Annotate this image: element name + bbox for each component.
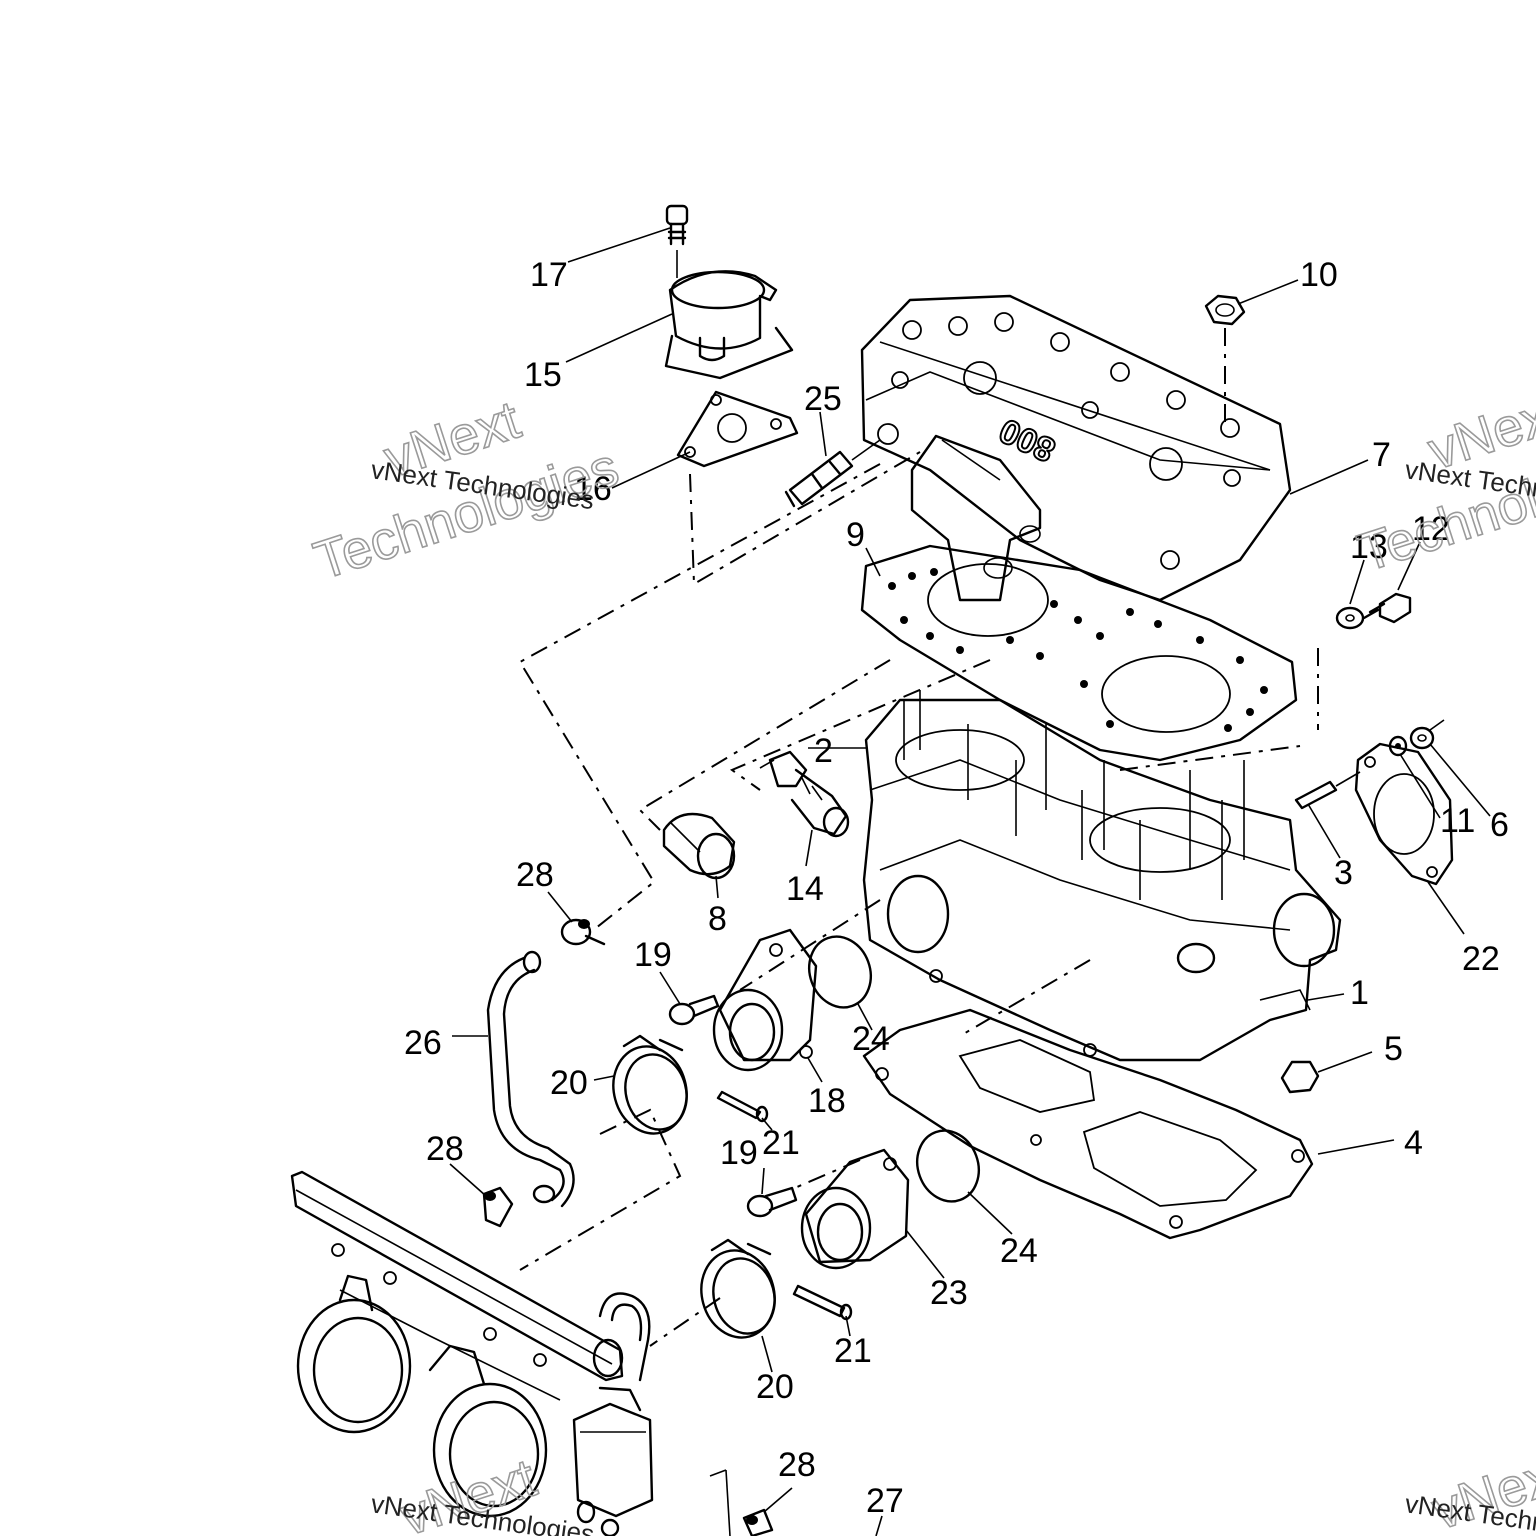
part-13-washer — [1335, 606, 1365, 630]
part-9-head-gasket — [860, 544, 1298, 762]
part-16-gasket — [676, 390, 799, 468]
part-17-bolt — [665, 204, 689, 278]
callout-24-lower: 24 — [1000, 1232, 1038, 1270]
part-10-nut — [1204, 294, 1246, 430]
callout-6: 6 — [1490, 806, 1509, 844]
callout-28-middle: 28 — [426, 1130, 464, 1168]
callouts: 17 15 16 25 10 7 9 13 12 2 3 11 6 22 14 … — [404, 256, 1509, 1520]
callout-22: 22 — [1462, 940, 1500, 978]
callout-20-upper: 20 — [550, 1064, 588, 1102]
part-18-intake-flange — [712, 928, 818, 1072]
dash-27b — [725, 1469, 731, 1536]
part-28-clamp-upper — [560, 918, 606, 946]
part-19-bolt-lower — [746, 1186, 798, 1218]
part-4-gasket — [862, 1008, 1314, 1240]
part-15-thermostat-cover — [664, 270, 794, 380]
callout-18: 18 — [808, 1082, 846, 1120]
part-19-bolt-upper — [668, 994, 720, 1026]
callout-17: 17 — [530, 256, 568, 294]
callout-7: 7 — [1372, 436, 1391, 474]
part-3-stud — [1294, 771, 1361, 810]
callout-9: 9 — [846, 516, 865, 554]
callout-26: 26 — [404, 1024, 442, 1062]
callout-27: 27 — [866, 1482, 904, 1520]
callout-19-upper: 19 — [634, 936, 672, 974]
part-8-cap — [662, 812, 736, 880]
callout-20-lower: 20 — [756, 1368, 794, 1406]
callout-15: 15 — [524, 356, 562, 394]
part-21-screw-upper — [716, 1090, 769, 1123]
callout-1: 1 — [1350, 974, 1369, 1012]
callout-28-upper: 28 — [516, 856, 554, 894]
part-24-oring-lower — [916, 1129, 980, 1203]
callout-14: 14 — [786, 870, 824, 908]
part-20-clamp-lower — [700, 1238, 776, 1339]
part-5-cap-nut — [1280, 1060, 1320, 1094]
callout-11: 11 — [1440, 802, 1475, 840]
part-23-intake-flange — [800, 1148, 910, 1270]
callout-3: 3 — [1334, 854, 1353, 892]
callout-10: 10 — [1300, 256, 1338, 294]
part-14-sensor — [759, 750, 850, 838]
callout-21-upper: 21 — [762, 1124, 800, 1162]
callout-2: 2 — [814, 732, 833, 770]
callout-13: 13 — [1350, 528, 1388, 566]
callout-5: 5 — [1384, 1030, 1403, 1068]
part-11-washer — [1388, 735, 1408, 757]
part-6-nut — [1409, 719, 1445, 750]
callout-21-lower: 21 — [834, 1332, 872, 1370]
callout-16: 16 — [574, 470, 612, 508]
part-25-fitting — [784, 439, 881, 508]
part-26-hose — [486, 950, 575, 1208]
part-2-cylinder — [862, 690, 1342, 1062]
leader-lines — [449, 227, 1491, 1536]
callout-4: 4 — [1404, 1124, 1423, 1162]
part-27-throttle-body — [290, 1170, 654, 1536]
dash-27 — [709, 1469, 727, 1477]
part-21-screw-lower — [792, 1284, 853, 1321]
part-28-clamp-middle — [482, 1186, 514, 1228]
callout-25: 25 — [804, 380, 842, 418]
part-12-bolt — [1362, 592, 1412, 624]
callout-12: 12 — [1412, 510, 1450, 548]
callout-19-lower: 19 — [720, 1134, 758, 1172]
callout-28-lower: 28 — [778, 1446, 816, 1484]
head-marking: 800 — [994, 411, 1061, 469]
callout-8: 8 — [708, 900, 727, 938]
part-20-clamp-upper — [612, 1034, 688, 1135]
callout-23: 23 — [930, 1274, 968, 1312]
part-28-clamp-lower — [742, 1508, 774, 1536]
callout-24-upper: 24 — [852, 1020, 890, 1058]
connector-lines — [518, 451, 1301, 1347]
part-24-oring-upper — [808, 935, 872, 1009]
